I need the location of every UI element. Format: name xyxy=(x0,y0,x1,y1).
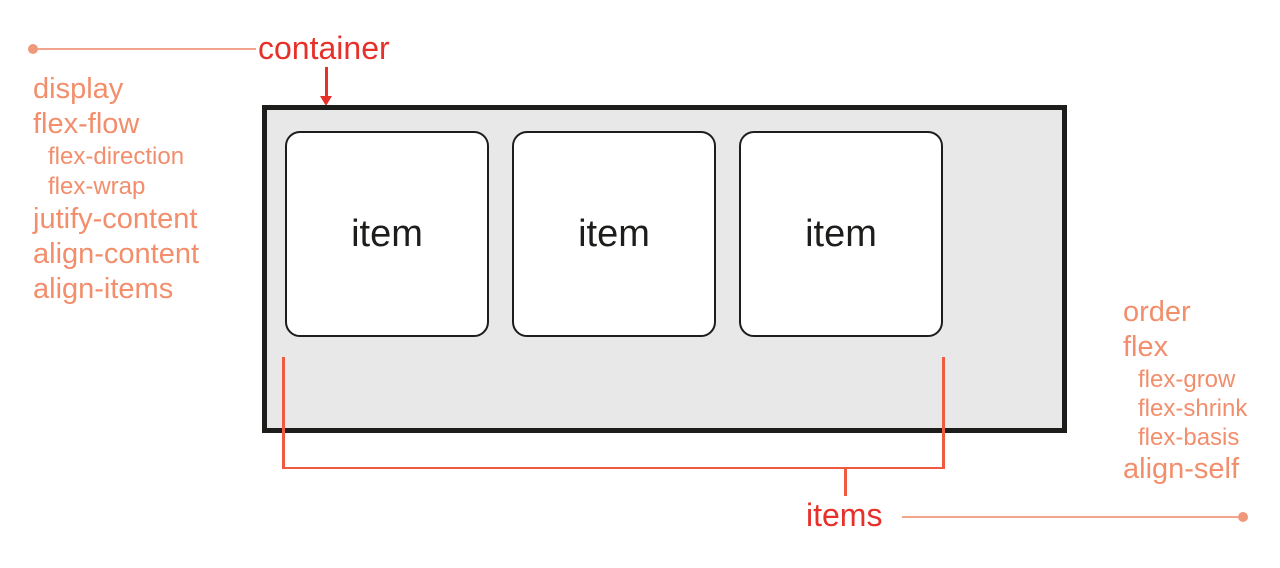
container-label: container xyxy=(258,30,390,66)
property-flex-shrink: flex-shrink xyxy=(1138,395,1248,422)
container-properties-list: display flex-flow flex-direction flex-wr… xyxy=(33,72,199,307)
property-flex-flow: flex-flow xyxy=(33,108,140,140)
leader-dot-left xyxy=(28,44,38,54)
items-leader-line xyxy=(902,516,1238,518)
property-flex-direction: flex-direction xyxy=(48,143,185,170)
item-label: item xyxy=(805,212,877,255)
items-bracket-bottom-line xyxy=(282,466,945,469)
leader-dot-right xyxy=(1238,512,1248,522)
flex-item: item xyxy=(512,131,716,337)
property-flex-grow: flex-grow xyxy=(1138,366,1236,393)
item-label: item xyxy=(578,212,650,255)
item-label: item xyxy=(351,212,423,255)
items-bracket-stub-line xyxy=(844,468,847,496)
flex-item: item xyxy=(739,131,943,337)
property-flex-wrap: flex-wrap xyxy=(48,173,146,200)
container-arrow-icon xyxy=(320,96,332,106)
flex-container-box: item item item xyxy=(262,105,1067,433)
container-leader-line xyxy=(38,48,256,50)
property-order: order xyxy=(1123,296,1191,328)
flex-item: item xyxy=(285,131,489,337)
property-flex-basis: flex-basis xyxy=(1138,424,1240,451)
property-display: display xyxy=(33,73,124,105)
property-align-content: align-content xyxy=(33,238,200,270)
container-arrow-shaft xyxy=(325,67,328,98)
property-flex: flex xyxy=(1123,331,1169,363)
item-properties-list: order flex flex-grow flex-shrink flex-ba… xyxy=(1123,295,1247,487)
items-label: items xyxy=(806,497,883,533)
property-jutify-content: jutify-content xyxy=(33,203,198,235)
property-align-self: align-self xyxy=(1123,453,1240,485)
items-bracket-left-line xyxy=(282,357,285,469)
property-align-items: align-items xyxy=(33,273,174,305)
items-bracket-right-line xyxy=(942,357,945,469)
